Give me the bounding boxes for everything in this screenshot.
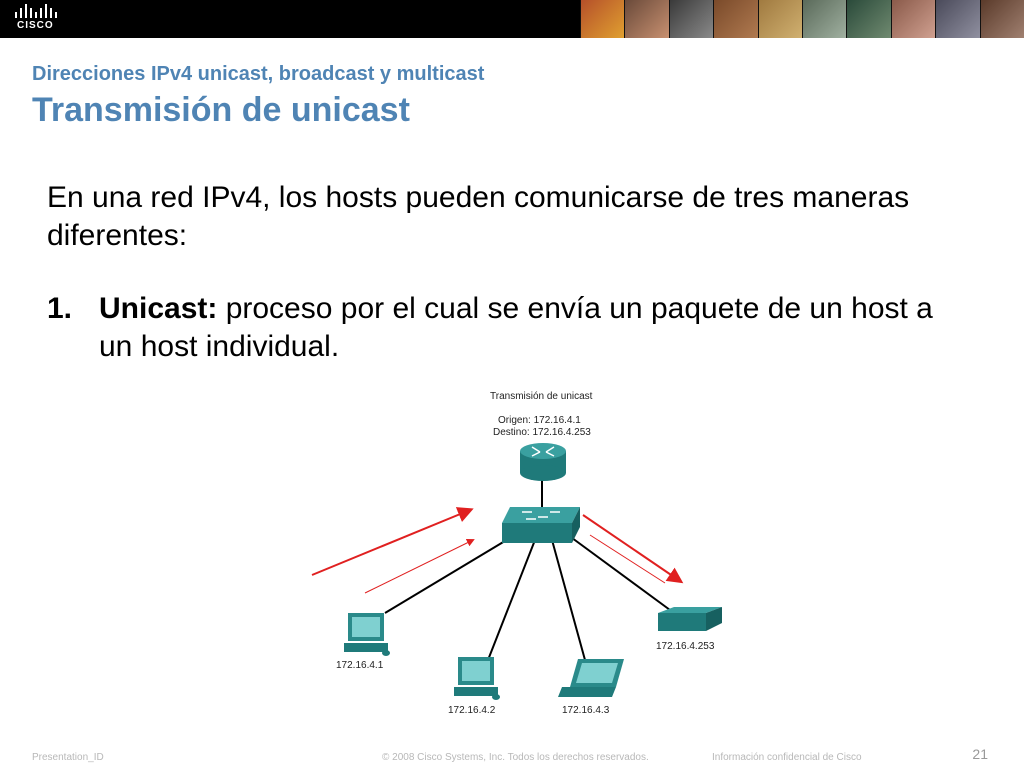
arrow-incoming-secondary (589, 534, 666, 584)
diagram-origin: Origen: 172.16.4.1 (498, 415, 581, 426)
list-item-body: Unicast: proceso por el cual se envía un… (99, 290, 959, 366)
logo-text: CISCO (17, 20, 54, 31)
cisco-logo-icon (15, 4, 57, 18)
link-host-3 (551, 539, 586, 661)
host-label-3: 172.16.4.3 (562, 705, 610, 716)
arrow-incoming-main (582, 514, 684, 584)
list-number: 1. (47, 292, 73, 325)
router-icon (520, 443, 566, 481)
slide-subtitle: Direcciones IPv4 unicast, broadcast y mu… (32, 63, 485, 85)
diagram-destination: Destino: 172.16.4.253 (493, 427, 591, 438)
footer-copyright: © 2008 Cisco Systems, Inc. Todos los der… (382, 752, 649, 763)
diagram-graphics (311, 443, 722, 700)
server-icon-host-4 (658, 607, 722, 631)
laptop-icon-host-3 (558, 659, 624, 697)
host-label-1: 172.16.4.1 (336, 660, 384, 671)
arrow-outgoing-secondary (364, 539, 475, 594)
computer-icon-host-1 (344, 613, 390, 656)
computer-icon-host-2 (454, 657, 500, 700)
slide-title: Transmisión de unicast (32, 91, 410, 129)
footer-presentation-id: Presentation_ID (32, 752, 104, 763)
link-host-4 (567, 534, 671, 611)
top-banner: CISCO (0, 0, 1024, 38)
list-text: proceso por el cual se envía un paquete … (99, 292, 933, 363)
people-photo-strip (580, 0, 1024, 38)
list-term: Unicast: (99, 292, 218, 325)
switch-icon (502, 507, 580, 543)
page-number: 21 (972, 746, 988, 762)
link-host-2 (487, 539, 536, 661)
unicast-diagram: Transmisión de unicast Origen: 172.16.4.… (300, 385, 740, 725)
diagram-caption: Transmisión de unicast (490, 391, 593, 402)
footer-confidential: Información confidencial de Cisco (712, 752, 862, 763)
intro-paragraph: En una red IPv4, los hosts pueden comuni… (47, 181, 910, 252)
host-label-2: 172.16.4.2 (448, 705, 496, 716)
host-label-4: 172.16.4.253 (656, 641, 715, 652)
link-host-1 (384, 534, 516, 614)
arrow-outgoing-main (311, 507, 474, 576)
